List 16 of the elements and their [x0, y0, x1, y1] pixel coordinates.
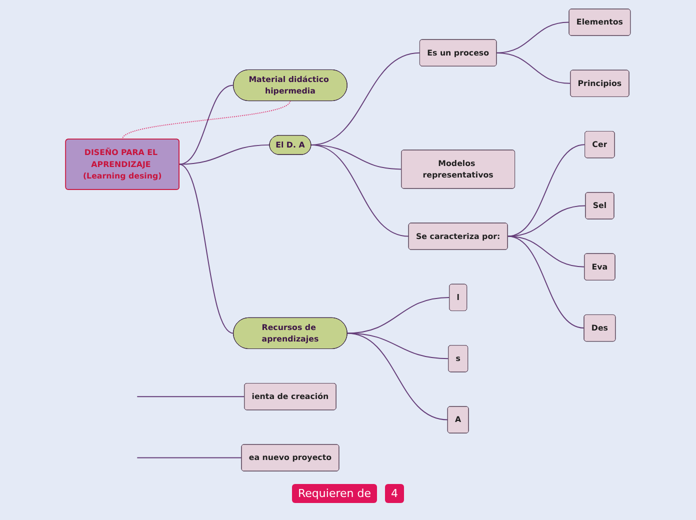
relation-label: 4 [384, 484, 404, 503]
connector [346, 332, 449, 360]
connector [507, 144, 586, 237]
connector [310, 144, 410, 237]
connector [507, 236, 584, 329]
connector [346, 332, 448, 420]
connector [122, 100, 291, 140]
connector [136, 396, 245, 398]
connector [346, 296, 450, 334]
connector [178, 84, 234, 165]
connector [178, 144, 270, 165]
connector [496, 52, 571, 84]
connector [136, 457, 242, 458]
connector [507, 205, 586, 237]
connector [178, 164, 234, 334]
relation-label: Requieren de [292, 484, 377, 503]
